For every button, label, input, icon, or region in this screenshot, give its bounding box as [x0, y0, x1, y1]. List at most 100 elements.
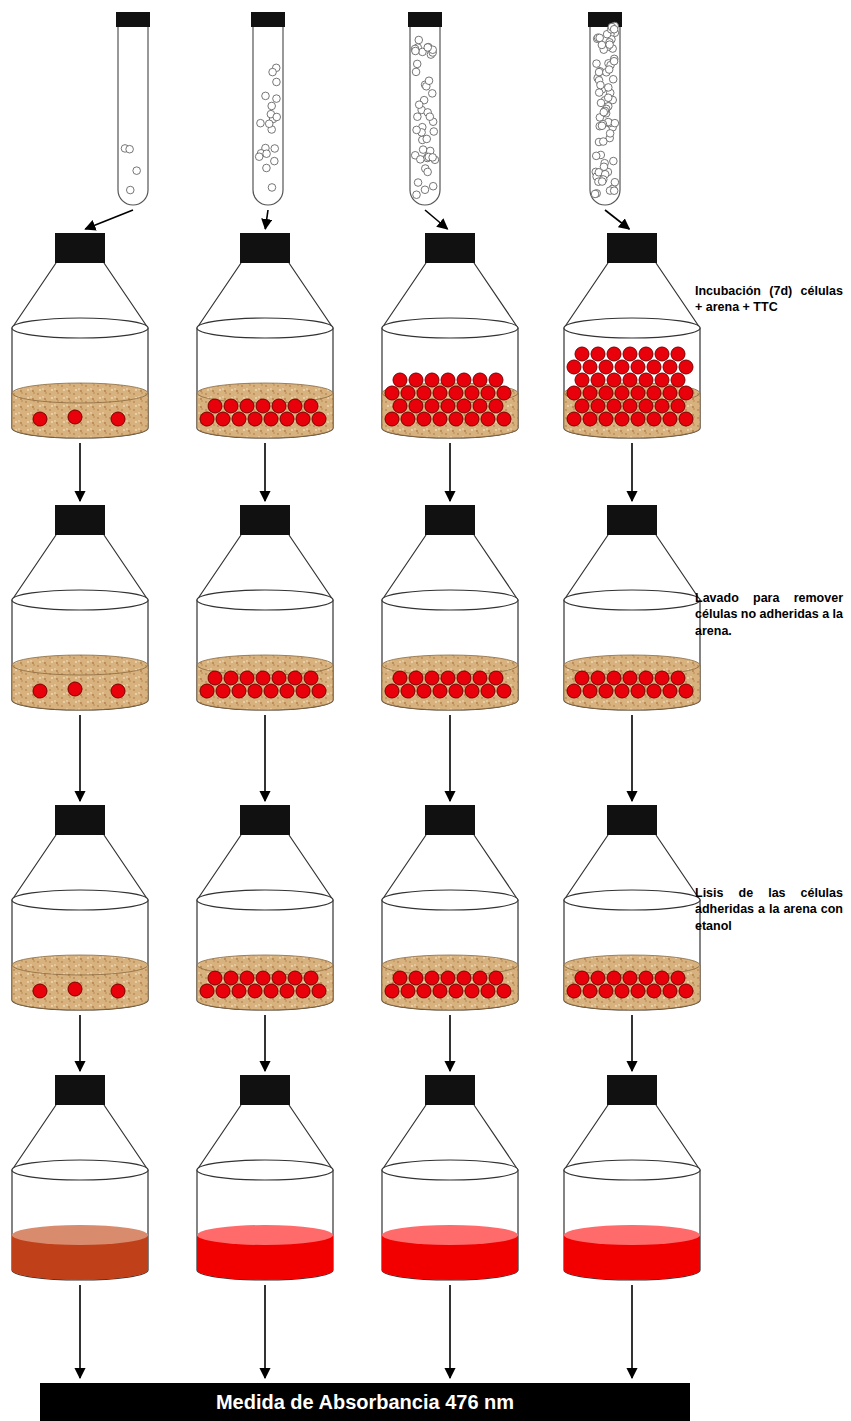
red-cell [296, 684, 310, 698]
red-cell [497, 412, 511, 426]
red-cell [489, 971, 503, 985]
red-cell [599, 412, 613, 426]
cell-bubble [417, 156, 425, 164]
cell-bubble [271, 145, 279, 153]
red-cell [583, 684, 597, 698]
cell-bubble [611, 178, 619, 186]
red-cell [489, 671, 503, 685]
red-cell [248, 684, 262, 698]
red-cell [272, 399, 286, 413]
cell-bubble [424, 43, 432, 51]
red-cell [288, 671, 302, 685]
flow-arrow [631, 1015, 633, 1071]
red-cell [591, 671, 605, 685]
red-cell [647, 360, 661, 374]
red-cell [591, 373, 605, 387]
red-cell [232, 412, 246, 426]
bottle-cap [240, 805, 290, 835]
cell-bubble [268, 184, 276, 192]
red-cell [296, 984, 310, 998]
red-cell [623, 399, 637, 413]
cell-bubble [414, 179, 422, 187]
red-cell [583, 360, 597, 374]
red-cell [216, 412, 230, 426]
test-tube [408, 12, 442, 205]
red-cell [457, 971, 471, 985]
red-cell [615, 360, 629, 374]
red-cell [615, 386, 629, 400]
red-cell [583, 412, 597, 426]
red-cell [409, 971, 423, 985]
red-cell [288, 399, 302, 413]
red-cell [607, 399, 621, 413]
red-cell [457, 373, 471, 387]
culture-bottle [197, 805, 333, 1010]
tube-arrow [85, 210, 133, 229]
red-cell [401, 684, 415, 698]
flow-arrow [264, 1015, 266, 1071]
red-cell [575, 971, 589, 985]
red-cell [497, 984, 511, 998]
red-cell [240, 971, 254, 985]
flow-arrow [79, 443, 81, 501]
bottle-cap [55, 505, 105, 535]
red-cell [256, 971, 270, 985]
red-cell [567, 984, 581, 998]
culture-bottle [197, 505, 333, 710]
cell-bubble [609, 75, 617, 83]
red-cell [401, 386, 415, 400]
red-cell [264, 412, 278, 426]
red-cell [248, 984, 262, 998]
bottle-cap [240, 1075, 290, 1105]
red-cell [264, 984, 278, 998]
red-cell [607, 347, 621, 361]
red-cell [232, 684, 246, 698]
red-cell [312, 684, 326, 698]
cell-bubble [412, 68, 420, 76]
cell-bubble [414, 113, 422, 121]
bottle-cap [607, 805, 657, 835]
red-cell [607, 671, 621, 685]
red-cell [489, 373, 503, 387]
cell-bubble [604, 94, 612, 102]
cell-bubble [430, 128, 438, 136]
red-cell [425, 373, 439, 387]
red-cell [433, 386, 447, 400]
red-cell [280, 984, 294, 998]
red-cell [304, 971, 318, 985]
red-cell [591, 399, 605, 413]
red-cell [671, 373, 685, 387]
bottle-cap [607, 233, 657, 263]
cell-bubble [599, 138, 607, 146]
red-cell [449, 386, 463, 400]
red-cell [33, 412, 47, 426]
red-cell [663, 386, 677, 400]
red-cell [441, 373, 455, 387]
red-cell [425, 971, 439, 985]
red-cell [385, 684, 399, 698]
cell-bubble [598, 178, 606, 186]
bottle-cap [55, 805, 105, 835]
cell-bubble [592, 152, 600, 160]
red-cell [304, 399, 318, 413]
bottle-cap [55, 233, 105, 263]
flow-arrow [264, 443, 266, 501]
red-cell [497, 684, 511, 698]
culture-bottle [564, 233, 700, 438]
red-cell [663, 984, 677, 998]
cell-bubble [268, 102, 276, 110]
red-cell [655, 373, 669, 387]
bottle-cap [425, 1075, 475, 1105]
cell-bubble [598, 122, 606, 130]
red-cell [433, 684, 447, 698]
red-cell [393, 971, 407, 985]
cell-bubble [595, 89, 603, 97]
cell-bubble [413, 191, 421, 199]
cell-bubble [606, 130, 614, 138]
cell-bubble [273, 95, 281, 103]
red-cell [497, 386, 511, 400]
red-cell [449, 684, 463, 698]
red-cell [663, 360, 677, 374]
cell-bubble [263, 164, 271, 172]
red-cell [441, 399, 455, 413]
